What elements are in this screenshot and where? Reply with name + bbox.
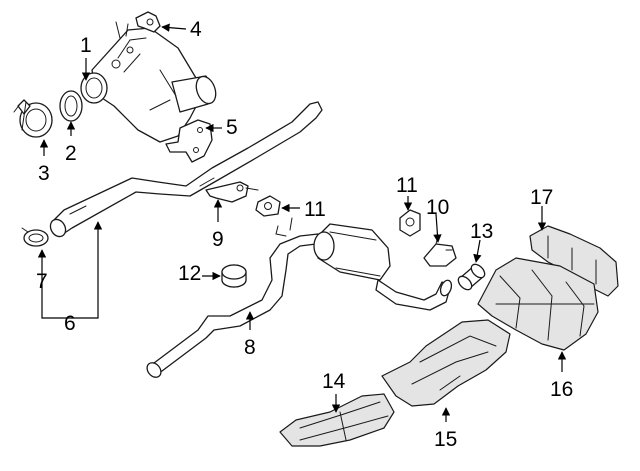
callout-3[interactable]: 3: [38, 162, 50, 185]
callout-1[interactable]: 1: [80, 34, 92, 57]
rubber-hanger-left[interactable]: [255, 195, 281, 217]
clamp[interactable]: [13, 99, 53, 138]
callout-labels: 1 2 3 4 5 6 7 8 9 10 11 11 12 13 14 15 1…: [36, 18, 573, 451]
pipe-sleeve[interactable]: [456, 262, 487, 292]
callout-7[interactable]: 7: [36, 270, 48, 293]
callout-leaders: [37, 23, 567, 422]
callout-11-hanger-left[interactable]: 11: [304, 198, 326, 221]
heat-shield-center[interactable]: [381, 319, 511, 407]
muffler-assembly[interactable]: [144, 217, 453, 380]
heat-shield-front[interactable]: [279, 393, 395, 447]
callout-10[interactable]: 10: [426, 196, 449, 219]
callout-16[interactable]: 16: [550, 378, 573, 401]
rubber-isolator[interactable]: [221, 264, 247, 288]
hanger-bracket[interactable]: [205, 181, 259, 203]
gasket[interactable]: [59, 90, 83, 122]
heat-shield-upper[interactable]: [529, 225, 619, 297]
heat-shield-large[interactable]: [477, 257, 599, 351]
callout-12[interactable]: 12: [178, 262, 201, 285]
callout-4[interactable]: 4: [190, 18, 202, 41]
pipe-clamp[interactable]: [21, 227, 49, 247]
callout-8[interactable]: 8: [244, 336, 256, 359]
bracket-upper[interactable]: [135, 11, 161, 33]
callout-9[interactable]: 9: [212, 228, 224, 251]
callout-13[interactable]: 13: [470, 220, 493, 243]
callout-15[interactable]: 15: [434, 428, 457, 451]
rear-hanger-bracket[interactable]: [423, 235, 457, 267]
callout-11-hanger-right[interactable]: 11: [396, 174, 418, 197]
callout-5[interactable]: 5: [226, 116, 238, 139]
catalytic-converter[interactable]: [80, 21, 219, 143]
callout-17[interactable]: 17: [530, 186, 553, 209]
rubber-hanger-right[interactable]: [399, 209, 421, 237]
callout-2[interactable]: 2: [65, 142, 77, 165]
callout-14[interactable]: 14: [322, 370, 346, 393]
front-pipe[interactable]: [47, 101, 323, 239]
bracket-mount[interactable]: [165, 119, 213, 163]
callout-6[interactable]: 6: [64, 312, 76, 335]
